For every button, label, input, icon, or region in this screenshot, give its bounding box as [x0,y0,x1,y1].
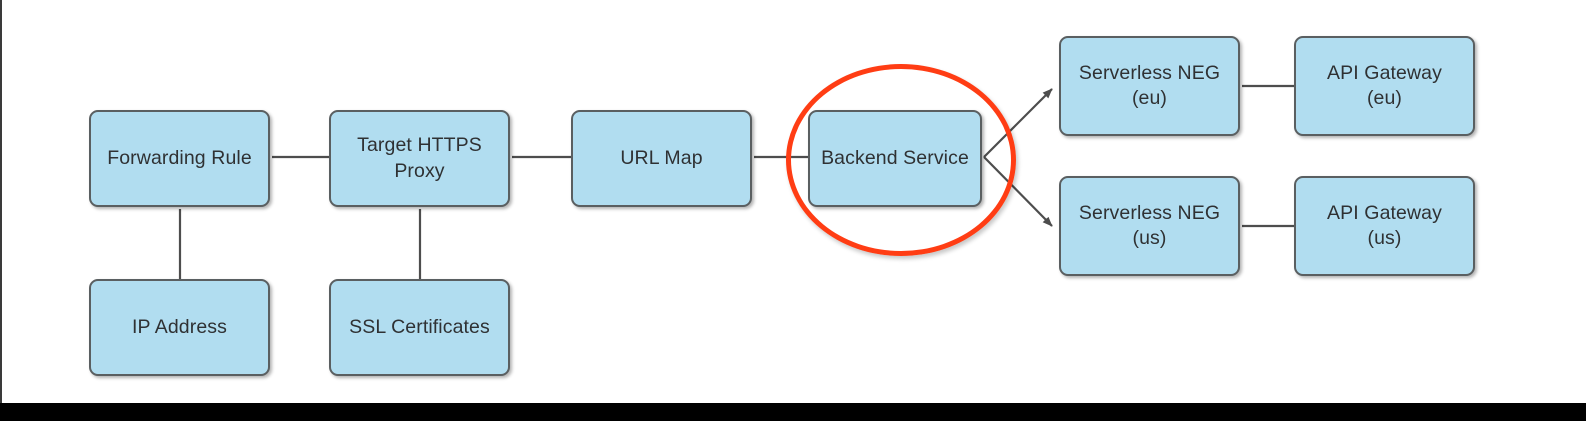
node-serverless-neg-eu[interactable]: Serverless NEG (eu) [1059,36,1240,136]
bottom-black-bar [0,403,1586,421]
node-label-url-map: URL Map [620,146,703,169]
node-target-https-proxy[interactable]: Target HTTPS Proxy [329,110,510,207]
node-ip-address[interactable]: IP Address [89,279,270,376]
node-label-ssl-certificates: SSL Certificates [349,315,490,338]
edge-backend-service-to-serverless-neg-eu [983,88,1053,158]
node-label-forwarding-rule: Forwarding Rule [107,146,252,169]
node-label-serverless-neg-us: Serverless NEG (us) [1078,201,1221,249]
node-backend-service[interactable]: Backend Service [808,110,982,207]
node-api-gateway-us[interactable]: API Gateway (us) [1294,176,1475,276]
node-label-ip-address: IP Address [132,315,227,338]
node-label-target-https-proxy: Target HTTPS Proxy [357,134,482,182]
node-url-map[interactable]: URL Map [571,110,752,207]
left-border-edge [0,0,2,403]
edge-backend-service-to-serverless-neg-us [983,156,1053,227]
node-api-gateway-eu[interactable]: API Gateway (eu) [1294,36,1475,136]
node-forwarding-rule[interactable]: Forwarding Rule [89,110,270,207]
node-label-backend-service: Backend Service [821,146,969,169]
node-label-api-gateway-eu: API Gateway (eu) [1327,61,1442,109]
node-label-api-gateway-us: API Gateway (us) [1327,201,1442,249]
node-label-serverless-neg-eu: Serverless NEG (eu) [1078,61,1221,109]
node-ssl-certificates[interactable]: SSL Certificates [329,279,510,376]
node-serverless-neg-us[interactable]: Serverless NEG (us) [1059,176,1240,276]
